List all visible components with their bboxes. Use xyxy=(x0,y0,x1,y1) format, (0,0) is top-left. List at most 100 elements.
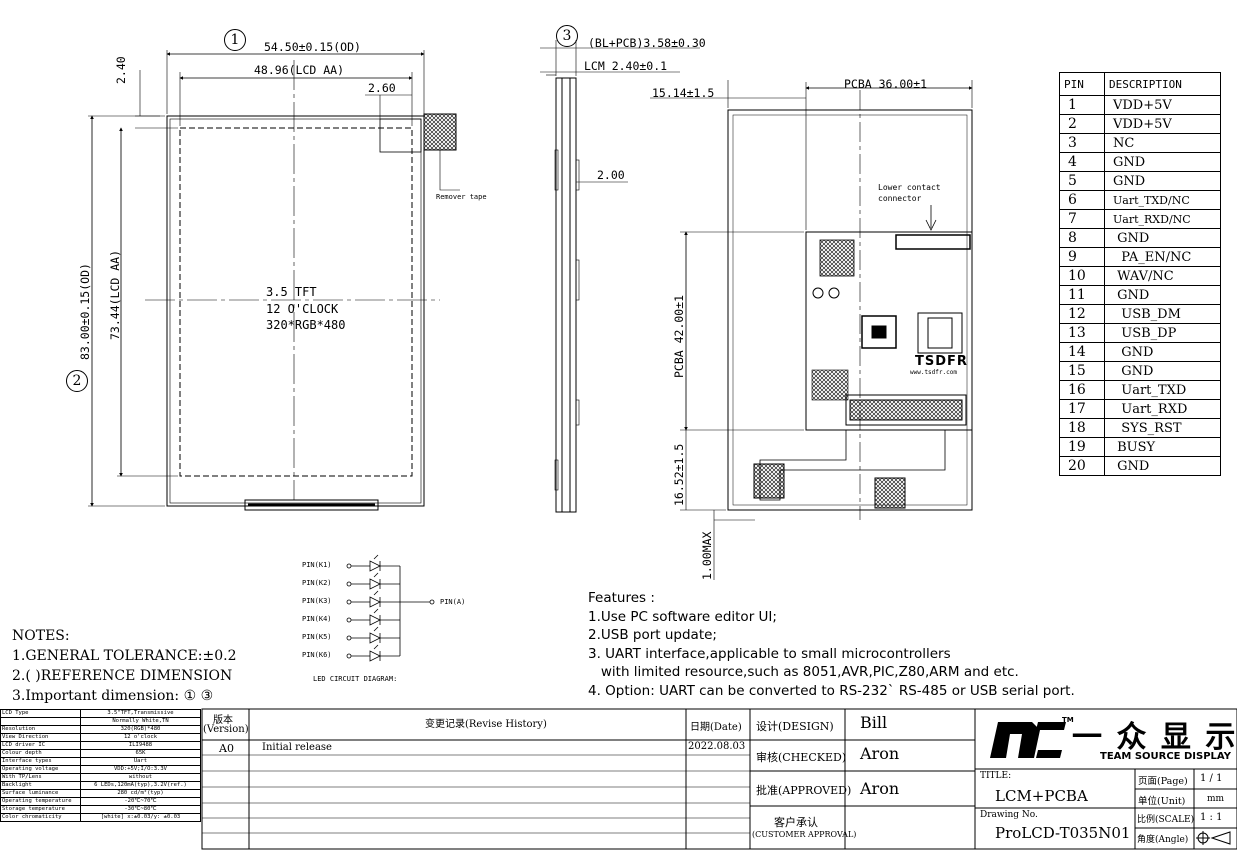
spec-key: LCD driver IC xyxy=(0,741,81,750)
spec-key: Operating temperature xyxy=(0,797,81,806)
spec-row: Normally White,TN xyxy=(0,717,201,726)
led-diode-icon xyxy=(369,578,381,590)
marker-2: 2 xyxy=(66,370,88,392)
description-header: DESCRIPTION xyxy=(1104,72,1221,96)
notes: NOTES: 1.GENERAL TOLERANCE:±0.2 2.( )REF… xyxy=(12,626,237,706)
pin-description: VDD+5V xyxy=(1104,95,1221,115)
feature-line: 1.Use PC software editor UI; xyxy=(588,608,777,625)
pin-row: 19 BUSY xyxy=(1059,437,1221,457)
pin-row: 8 GND xyxy=(1059,228,1221,248)
pin-description: WAV/NC xyxy=(1104,266,1221,286)
led-circuit-title: LED CIRCUIT DIAGRAM: xyxy=(313,675,398,683)
led-row xyxy=(346,644,400,662)
spec-value: 280 cd/m²(typ) xyxy=(80,789,201,798)
dim-side-2: 2.00 xyxy=(597,168,625,182)
connector-label-1: Lower contact xyxy=(878,183,941,192)
approved-name: Aron xyxy=(860,779,900,798)
spec-key: Backlight xyxy=(0,781,81,790)
led-row xyxy=(346,590,400,608)
lcd-center-text-3: 320*RGB*480 xyxy=(266,318,346,332)
pin-number: 6 xyxy=(1059,190,1105,210)
feature-line: 2.USB port update; xyxy=(588,627,717,643)
spec-value: 320(RGB)*480 xyxy=(80,725,201,734)
pin-number: 17 xyxy=(1059,399,1105,419)
pin-number: 19 xyxy=(1059,437,1105,457)
pin-description: GND xyxy=(1104,342,1221,362)
spec-row: Operating temperature-20℃~70℃ xyxy=(0,797,201,806)
pin-number: 3 xyxy=(1059,133,1105,153)
spec-key: LCD Type xyxy=(0,709,81,718)
lcd-active-area xyxy=(179,127,413,477)
dim-bl-pcb: (BL+PCB)3.58±0.30 xyxy=(588,36,706,50)
pin-row: 14 GND xyxy=(1059,342,1221,362)
feature-line: with limited resource,such as 8051,AVR,P… xyxy=(588,664,1019,680)
pcba-board xyxy=(805,231,973,431)
scale-label: 比例(SCALE) xyxy=(1137,815,1195,825)
pin-header: PIN xyxy=(1059,72,1105,96)
dim-lcm: LCM 2.40±0.1 xyxy=(584,59,668,73)
angle-label: 角度(Angle) xyxy=(1137,835,1189,845)
pin-number: 7 xyxy=(1059,209,1105,229)
scale-value: 1 : 1 xyxy=(1200,812,1223,823)
pin-description: BUSY xyxy=(1104,437,1221,457)
pin-row: 17 Uart_RXD xyxy=(1059,399,1221,419)
note-line: 3.Important dimension: ① ③ xyxy=(12,688,214,704)
pin-number: 20 xyxy=(1059,456,1105,476)
back-view xyxy=(650,80,973,580)
led-pin-label: PIN(K4) xyxy=(302,615,332,623)
remover-tape xyxy=(423,113,457,151)
led-pin-label: PIN(K5) xyxy=(302,633,332,641)
led-pin-label: PIN(K3) xyxy=(302,597,332,605)
dim-top-offset: 2.40 xyxy=(114,56,128,84)
spec-value: 65K xyxy=(80,749,201,758)
spec-key: Color chromaticity xyxy=(0,813,81,822)
pin-description: GND xyxy=(1104,152,1221,172)
spec-key xyxy=(0,717,81,726)
history-label: 变更记录(Revise History) xyxy=(425,719,547,730)
pin-description: Uart_RXD xyxy=(1104,399,1221,419)
unit-value: mm xyxy=(1207,794,1225,804)
marker-1: 1 xyxy=(224,25,246,51)
unit-label: 单位(Unit) xyxy=(1138,796,1186,807)
pin-number: 1 xyxy=(1059,95,1105,115)
dim-max: 1.00MAX xyxy=(700,531,714,580)
spec-row: Storage temperature-30℃~80℃ xyxy=(0,805,201,814)
pin-number: 8 xyxy=(1059,228,1105,248)
pin-description: USB_DM xyxy=(1104,304,1221,324)
title-block-frame xyxy=(201,708,1237,850)
spec-value: Uart xyxy=(80,757,201,766)
pin-description: VDD+5V xyxy=(1104,114,1221,134)
front-view xyxy=(88,50,460,511)
date-label: 日期(Date) xyxy=(690,722,742,733)
spec-key: Resolution xyxy=(0,725,81,734)
pin-number: 5 xyxy=(1059,171,1105,191)
spec-key: View Direction xyxy=(0,733,81,742)
led-pin-label: PIN(K1) xyxy=(302,561,332,569)
pin-description: SYS_RST xyxy=(1104,418,1221,438)
back-outline xyxy=(727,109,973,511)
logo-chinese: 一 众 显 示 xyxy=(1072,720,1237,755)
led-circuit xyxy=(346,554,435,662)
title-label: TITLE: xyxy=(980,771,1012,781)
logo-english: TEAM SOURCE DISPLAY xyxy=(1100,751,1231,762)
pin-description: GND xyxy=(1104,456,1221,476)
pin-number: 15 xyxy=(1059,361,1105,381)
pin-description: Uart_TXD xyxy=(1104,380,1221,400)
dim-pcba-width: PCBA 36.00±1 xyxy=(844,77,928,91)
note-line: 1.GENERAL TOLERANCE:±0.2 xyxy=(12,648,237,664)
board-brand: TSDFR xyxy=(915,354,968,369)
side-view xyxy=(540,40,700,513)
revision-version: A0 xyxy=(219,742,234,755)
company-logo xyxy=(990,722,1066,758)
lcd-center-text-1: 3.5 TFT xyxy=(266,285,317,299)
